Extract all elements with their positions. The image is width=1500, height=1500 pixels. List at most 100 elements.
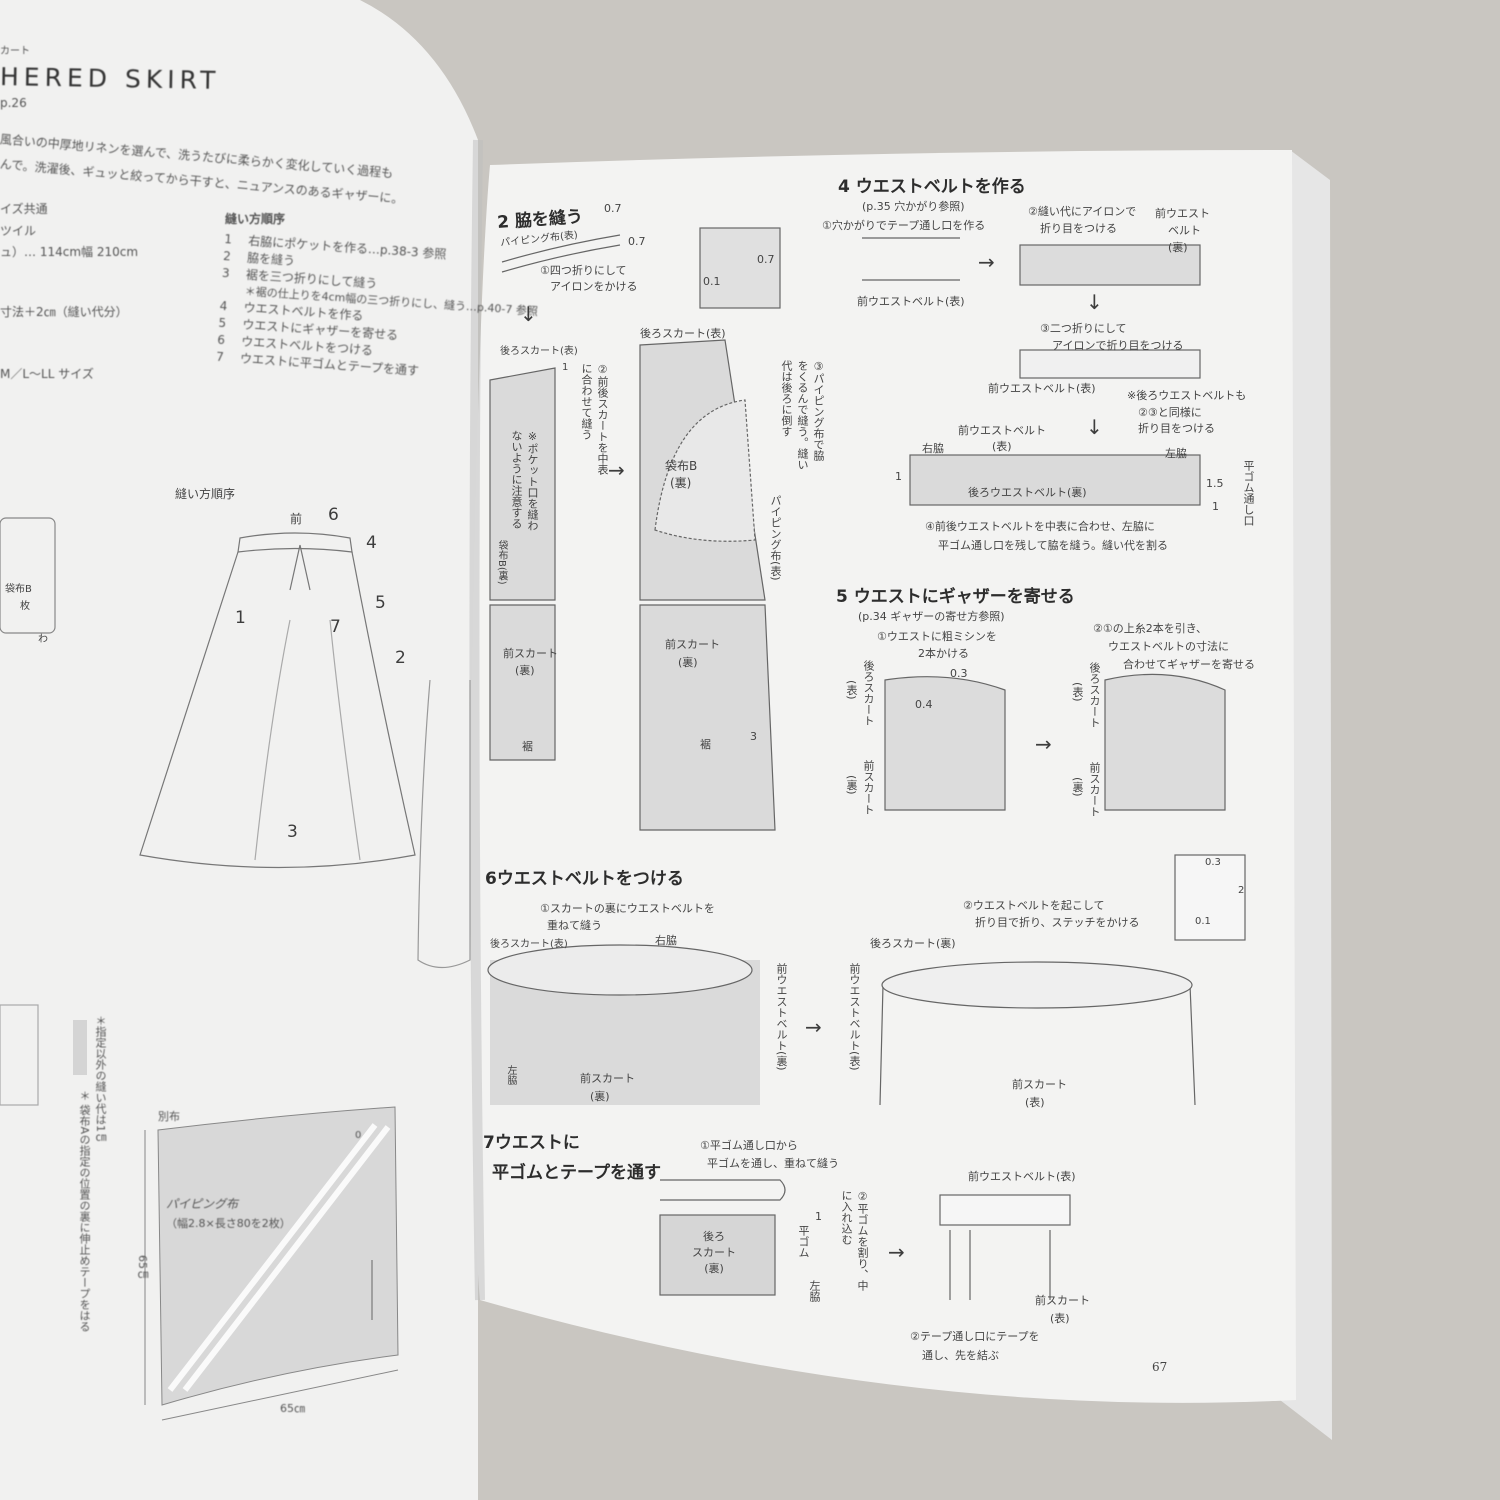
piping-zero: 0 — [355, 1130, 362, 1141]
size-common: イズ共通 — [0, 202, 48, 216]
gutter-shadow — [469, 139, 485, 1301]
step2-note2: ②前後スカートを中表に合わせて縫う — [580, 363, 609, 475]
back-skirt-label-a: 後ろスカート(表) — [500, 346, 578, 357]
note-seam-allowance: ＊指定以外の縫い代は1㎝ — [94, 1015, 107, 1143]
step5-ref: (p.34 ギャザーの寄せ方参照) — [858, 610, 1005, 623]
step4-note1: ①穴かがりでテープ通し口を作る — [822, 219, 986, 232]
step4-note4-b: 平ゴム通し口を残して脇を縫う。縫い代を割る — [938, 539, 1169, 552]
front-skirt-a: 前スカート — [862, 760, 875, 815]
front-belt-b: 前ウエストベルト(表) — [848, 963, 861, 1071]
step6-note2-b: 折り目で折り、ステッチをかける — [975, 916, 1140, 929]
front-belt-a: 前ウエストベルト(裏) — [775, 963, 788, 1071]
arrow-right: → — [1035, 732, 1052, 756]
front-skirt-b: 前スカート — [1012, 1078, 1067, 1091]
step2-note1-a: ①四つ折りにして — [540, 264, 627, 277]
pocket-warning: ※ポケット口を縫わないように注意する — [510, 430, 539, 531]
left-side-label: 左脇 — [505, 1065, 516, 1085]
step4-note2-a: ②縫い代にアイロンで — [1028, 205, 1137, 218]
front-skirt-label: 前スカート — [1035, 1294, 1090, 1307]
step7-note3-b: 通し、先を結ぶ — [922, 1349, 999, 1362]
back-belt-note-2: ②③と同様に — [1138, 406, 1202, 419]
front-skirt-b: 前スカート — [1088, 762, 1101, 817]
step7-note1-a: ①平ゴム通し口から — [700, 1139, 798, 1152]
pocket-b-side: (裏) — [670, 476, 692, 490]
photo-reference: p.26 — [0, 96, 27, 110]
front-skirt-b: 前スカート — [665, 638, 720, 651]
measure-0-3: 0.3 — [950, 667, 968, 680]
fabric: ツイル — [0, 224, 37, 238]
back-skirt-b: 後ろスカート — [1088, 662, 1101, 728]
measure-0-7c: 0.7 — [757, 253, 775, 266]
front-belt-label-c1: 前ウエストベルト — [958, 424, 1046, 437]
step6-note1-b: 重ねて縫う — [547, 919, 602, 932]
step4-note2-b: 折り目をつける — [1040, 222, 1117, 235]
step5-note1-a: ①ウエストに粗ミシンを — [877, 630, 997, 643]
note-stay-tape: ＊ 袋布Aの指定の位置の裏に伸止めテープをはる — [78, 1090, 91, 1333]
measure-3: 3 — [750, 730, 757, 743]
measure-0-7a: 0.7 — [604, 202, 622, 215]
measure-0-1: 0.1 — [1195, 916, 1211, 927]
step4-ref: (p.35 穴かがり参照) — [862, 200, 965, 213]
elastic-opening-label: 平ゴム通し口 — [1242, 460, 1255, 526]
step7-heading-2: 平ゴムとテープを通す — [492, 1163, 661, 1183]
step2-diagrams — [489, 227, 781, 831]
back-skirt-a-side: (表) — [845, 680, 858, 700]
front-skirt-a: 前スカート — [580, 1072, 635, 1085]
step4-note4-a: ④前後ウエストベルトを中表に合わせ、左脇に — [925, 520, 1155, 533]
measure-1: 1 — [815, 1210, 822, 1223]
front-skirt-b-side: (表) — [1025, 1096, 1045, 1109]
arrow-right: → — [978, 250, 995, 274]
label-1: 1 — [235, 608, 246, 628]
front-skirt-b-side: (裏) — [678, 656, 698, 669]
measure-1-5: 1.5 — [1206, 477, 1224, 490]
left-side-label: 左脇 — [808, 1280, 821, 1302]
right-side-label: 右脇 — [922, 442, 944, 455]
measure-1: 1 — [562, 362, 569, 373]
front-skirt-side: (表) — [1050, 1312, 1070, 1325]
arrow-right: → — [805, 1015, 822, 1039]
step5-note2-b: ウエストベルトの寸法に — [1108, 640, 1229, 653]
skirt-illustration — [0, 517, 471, 1106]
left-side-label: 左脇 — [1165, 447, 1187, 460]
measure-1a: 1 — [895, 470, 902, 483]
measure-2: 2 — [1238, 885, 1245, 896]
page-title: HERED SKIRT — [0, 62, 221, 95]
front-belt-label: 前ウエストベルト(表) — [968, 1170, 1076, 1183]
seam-note: 寸法＋2㎝（縫い代分） — [0, 305, 128, 319]
step4-note3-a: ③二つ折りにして — [1040, 322, 1127, 335]
piping-label: パイピング布 — [166, 1197, 239, 1211]
arrow-down: ↓ — [1086, 290, 1103, 314]
dimension-height: 65㎝ — [136, 1255, 149, 1280]
measure-1b: 1 — [1212, 500, 1219, 513]
back-skirt-label: 後ろスカート(裏) — [692, 1230, 736, 1275]
front-belt-label-c2: (表) — [992, 440, 1012, 453]
step5-note2-a: ②①の上糸2本を引き、 — [1093, 622, 1207, 635]
label-2: 2 — [395, 648, 406, 668]
arrow-down: ↓ — [1086, 415, 1103, 439]
pocket-label: 袋布B — [5, 584, 32, 595]
elastic-label: 平ゴム — [797, 1225, 810, 1258]
front-skirt-a-side: (裏) — [515, 664, 535, 677]
back-belt-label-3: (裏) — [1168, 241, 1188, 254]
hem-label-a: 裾 — [522, 740, 533, 753]
back-belt-label: 後ろウエストベルト(裏) — [968, 486, 1087, 499]
front-skirt-b-side: (裏) — [1071, 777, 1084, 797]
back-skirt-b: 後ろスカート(裏) — [870, 937, 956, 950]
step5-diagrams — [884, 673, 1226, 811]
label-3: 3 — [287, 822, 298, 842]
back-skirt-a: 後ろスカート — [862, 660, 875, 726]
step6-heading: 6ウエストベルトをつける — [485, 869, 684, 889]
back-belt-note-3: 折り目をつける — [1138, 422, 1215, 435]
fold-label: わ — [38, 634, 48, 645]
page-number: 67 — [1152, 1360, 1168, 1374]
step7-heading-1: 7ウエストに — [483, 1133, 580, 1153]
step2-note1-b: アイロンをかける — [550, 280, 638, 293]
back-belt-note-1: ※後ろウエストベルトも — [1127, 389, 1247, 402]
step4-heading: 4 ウエストベルトを作る — [838, 177, 1026, 197]
step6-diagrams — [487, 854, 1246, 1106]
separate-fabric-label: 別布 — [158, 1110, 180, 1123]
step5-note2-c: 合わせてギャザーを寄せる — [1123, 658, 1255, 671]
pocket-count: 枚 — [20, 601, 30, 612]
back-skirt-label-b: 後ろスカート(表) — [640, 327, 726, 340]
